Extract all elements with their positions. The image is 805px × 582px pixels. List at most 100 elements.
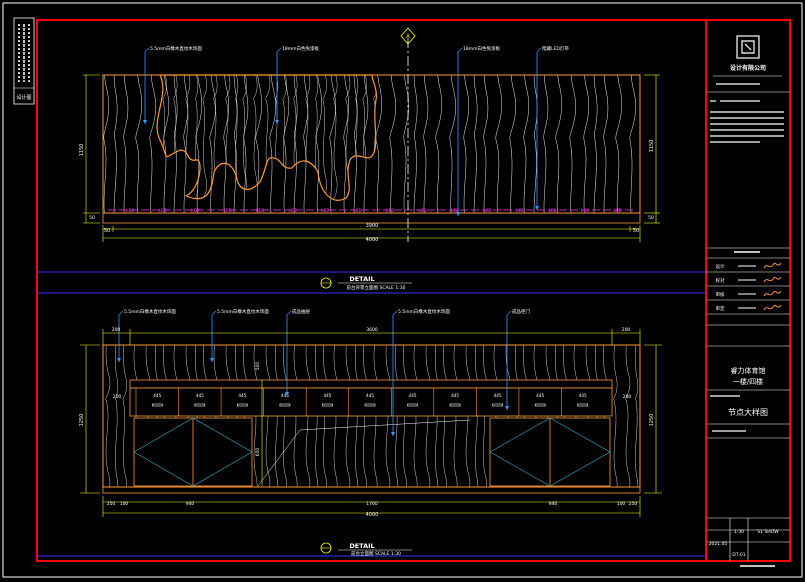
drawer-dimension: 445 <box>153 393 161 398</box>
title-scale: 1:30 <box>734 529 744 535</box>
left-revision-strip: 设计图 <box>13 17 35 105</box>
led-label: LED <box>321 208 329 214</box>
handwritten-signature <box>763 304 782 311</box>
callout-arrow <box>456 212 460 216</box>
callout-arrow <box>391 432 395 436</box>
handwritten-signature <box>763 276 782 283</box>
callout-text: 暗藏LED灯带 <box>542 45 569 52</box>
bottom-dimensions <box>80 329 662 517</box>
drawer-dimension: 445 <box>409 393 417 398</box>
callout-tick <box>457 47 463 53</box>
callout-tick <box>276 47 282 53</box>
led-label: LED <box>613 208 621 214</box>
drawer-handle[interactable] <box>534 403 546 407</box>
axis-marker: A <box>400 27 416 45</box>
bottom-dim-side-left: 200 <box>113 394 122 400</box>
sign-row-label: 设计 <box>716 263 725 270</box>
top-dim-left-edge: 50 <box>104 228 110 234</box>
callout-text: 5.5mm白橡木直纹木饰面 <box>150 45 202 52</box>
drawer-handle[interactable] <box>407 403 418 407</box>
top-dim-left-height: 1150 <box>79 144 85 157</box>
center-panel-detail <box>257 419 471 487</box>
bottom-dim-right-height: 1250 <box>649 414 655 427</box>
bottom-dim-top-right: 200 <box>622 327 631 333</box>
callout-tick <box>392 310 398 316</box>
detail-sub-lower: 前台立面图 SCALE 1:30 <box>351 550 401 557</box>
row-dimension: 100 <box>617 501 626 507</box>
detail-sub-upper: 前台背景立面图 SCALE 1:30 <box>347 284 406 291</box>
callout-text: 5.5mm白橡木直纹木饰面 <box>124 308 176 315</box>
drawer-handle[interactable] <box>237 403 248 407</box>
bottom-dim-side-right: 200 <box>623 394 632 400</box>
top-dimensions <box>83 74 660 242</box>
callout-arrow <box>117 358 121 362</box>
project-name-line1: 睿力体育馆 <box>731 366 766 375</box>
callout-tick <box>118 310 124 316</box>
counter-top <box>129 379 613 389</box>
top-dim-left-small: 50 <box>89 215 95 221</box>
row-dimension: 100 <box>120 501 129 507</box>
drawer-dimension: 445 <box>536 393 544 398</box>
drawing-frame-red <box>36 19 791 562</box>
row-dimension: 1760 <box>366 501 378 507</box>
led-label: LED <box>451 208 459 214</box>
drawer-handle[interactable] <box>194 403 206 407</box>
drawer-handle[interactable] <box>151 403 163 407</box>
bottom-dim-top-left: 200 <box>112 327 121 333</box>
led-label: LED <box>158 208 166 214</box>
callout-tick <box>506 310 512 316</box>
row-dimension: 940 <box>549 501 558 507</box>
callout-arrow <box>285 392 289 396</box>
project-name-line2: 一楼/四楼 <box>733 377 763 386</box>
top-dim-right-edge: 50 <box>633 228 639 234</box>
drawer-handle[interactable] <box>577 403 589 407</box>
bottom-dim-total-width: 4000 <box>366 512 379 518</box>
top-dim-right-height: 1150 <box>649 140 655 153</box>
top-elevation-plinth <box>102 212 641 224</box>
sign-row-label: 审定 <box>716 305 725 312</box>
company-name: 设计有限公司 <box>730 64 766 72</box>
drawer-handle[interactable] <box>364 403 376 407</box>
led-label: LED <box>223 208 231 214</box>
callout-arrow <box>143 120 147 124</box>
led-label: LED <box>126 208 134 214</box>
drawer-dimension: 445 <box>238 393 246 398</box>
callout-text: 成品柜门 <box>512 308 530 315</box>
drawer-handle[interactable] <box>449 403 461 407</box>
title-sheet-no: DT-01 <box>732 552 745 558</box>
callout-tick <box>286 310 292 316</box>
drawer-dimension: 445 <box>366 393 374 398</box>
drawer-handle[interactable] <box>492 403 503 407</box>
cabinet-right <box>489 417 611 487</box>
drawer-row <box>129 387 613 417</box>
drawer-handle[interactable] <box>322 403 333 407</box>
drawer-dimension: 445 <box>281 393 289 398</box>
led-label: LED <box>386 208 394 214</box>
callout-tick <box>144 47 150 53</box>
callout-arrow <box>275 120 279 124</box>
left-strip-label: 设计图 <box>16 94 31 101</box>
cabinet-left <box>133 417 253 487</box>
callout-text: 18mm白色免漆板 <box>463 45 500 52</box>
led-label: LED <box>581 208 589 214</box>
led-label: LED <box>191 208 199 214</box>
callout-text: 5.5mm白橡木直纹木饰面 <box>217 308 269 315</box>
led-label: LED <box>288 208 296 214</box>
callout-tick <box>211 310 217 316</box>
sign-row-label: 校对 <box>716 277 725 284</box>
led-label: LED <box>483 208 491 214</box>
callout-text: 5.5mm白橡木直纹木饰面 <box>398 308 450 315</box>
drawing-title: 节点大样图 <box>728 407 768 417</box>
drawer-dimension: 445 <box>323 393 331 398</box>
drawer-handle[interactable] <box>279 403 291 407</box>
handwritten-signature <box>763 290 782 297</box>
detail-title-upper: DETAIL <box>349 275 374 283</box>
drawer-dimension: 445 <box>196 393 204 398</box>
